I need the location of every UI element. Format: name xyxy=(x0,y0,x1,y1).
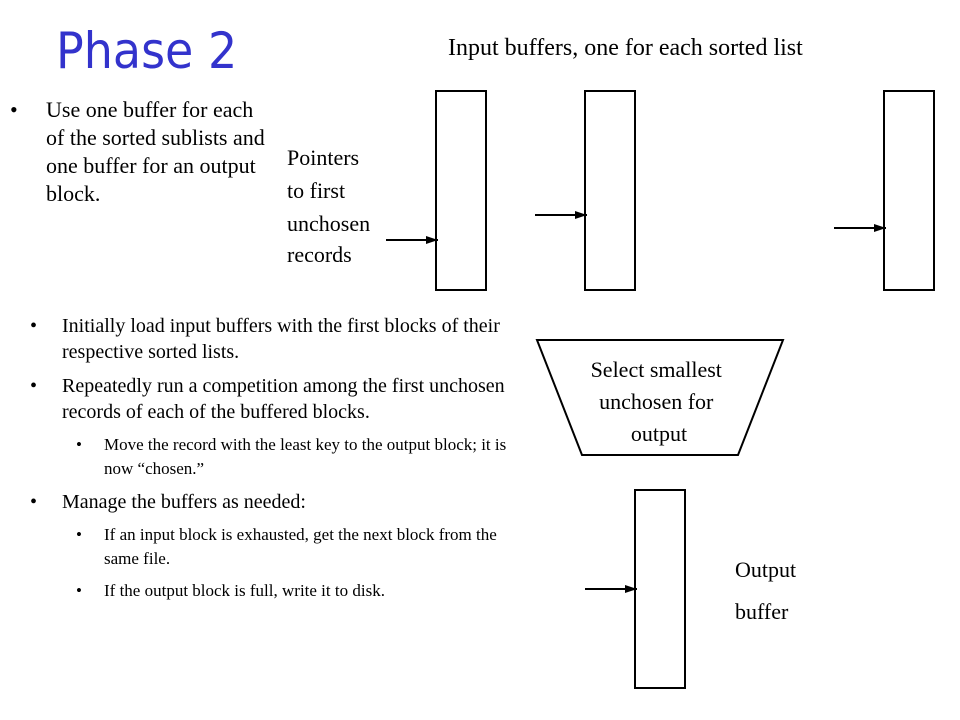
pointers-label-line: records xyxy=(287,242,352,267)
sub-bullet-item: If an input block is exhausted, get the … xyxy=(30,523,520,571)
select-label-line: Select smallest xyxy=(591,357,722,382)
input-buffers-label: Input buffers, one for each sorted list xyxy=(448,35,803,61)
select-smallest-trapezoid xyxy=(535,339,785,456)
bullet-item: Initially load input buffers with the fi… xyxy=(30,313,520,365)
pointers-label-line: Pointers xyxy=(287,145,359,170)
pointers-label-line: unchosen xyxy=(287,211,370,236)
input-buffer-3 xyxy=(883,90,935,291)
bullet-item: Repeatedly run a competition among the f… xyxy=(30,373,520,425)
sub-bullet-item: If the output block is full, write it to… xyxy=(30,579,520,603)
intro-bullet-list: Use one buffer for each of the sorted su… xyxy=(10,96,270,208)
select-label-line: output xyxy=(631,421,687,446)
output-label-line: Output xyxy=(735,557,796,582)
pointers-label-line: to first xyxy=(287,178,345,203)
pointers-label: Pointers to first unchosen records xyxy=(287,145,376,267)
input-buffer-2 xyxy=(584,90,636,291)
output-buffer xyxy=(634,489,686,689)
sub-bullet-item: Move the record with the least key to th… xyxy=(30,433,520,481)
intro-bullet: Use one buffer for each of the sorted su… xyxy=(10,96,270,208)
bullet-list: Initially load input buffers with the fi… xyxy=(30,313,520,611)
input-buffer-1 xyxy=(435,90,487,291)
bullet-item: Manage the buffers as needed: xyxy=(30,489,520,515)
select-label: Select smallest unchosen for output xyxy=(591,357,728,446)
output-label-line: buffer xyxy=(735,599,789,624)
select-label-line: unchosen for xyxy=(599,389,714,414)
output-label: Output buffer xyxy=(735,557,802,624)
page-title: Phase 2 xyxy=(56,22,238,80)
